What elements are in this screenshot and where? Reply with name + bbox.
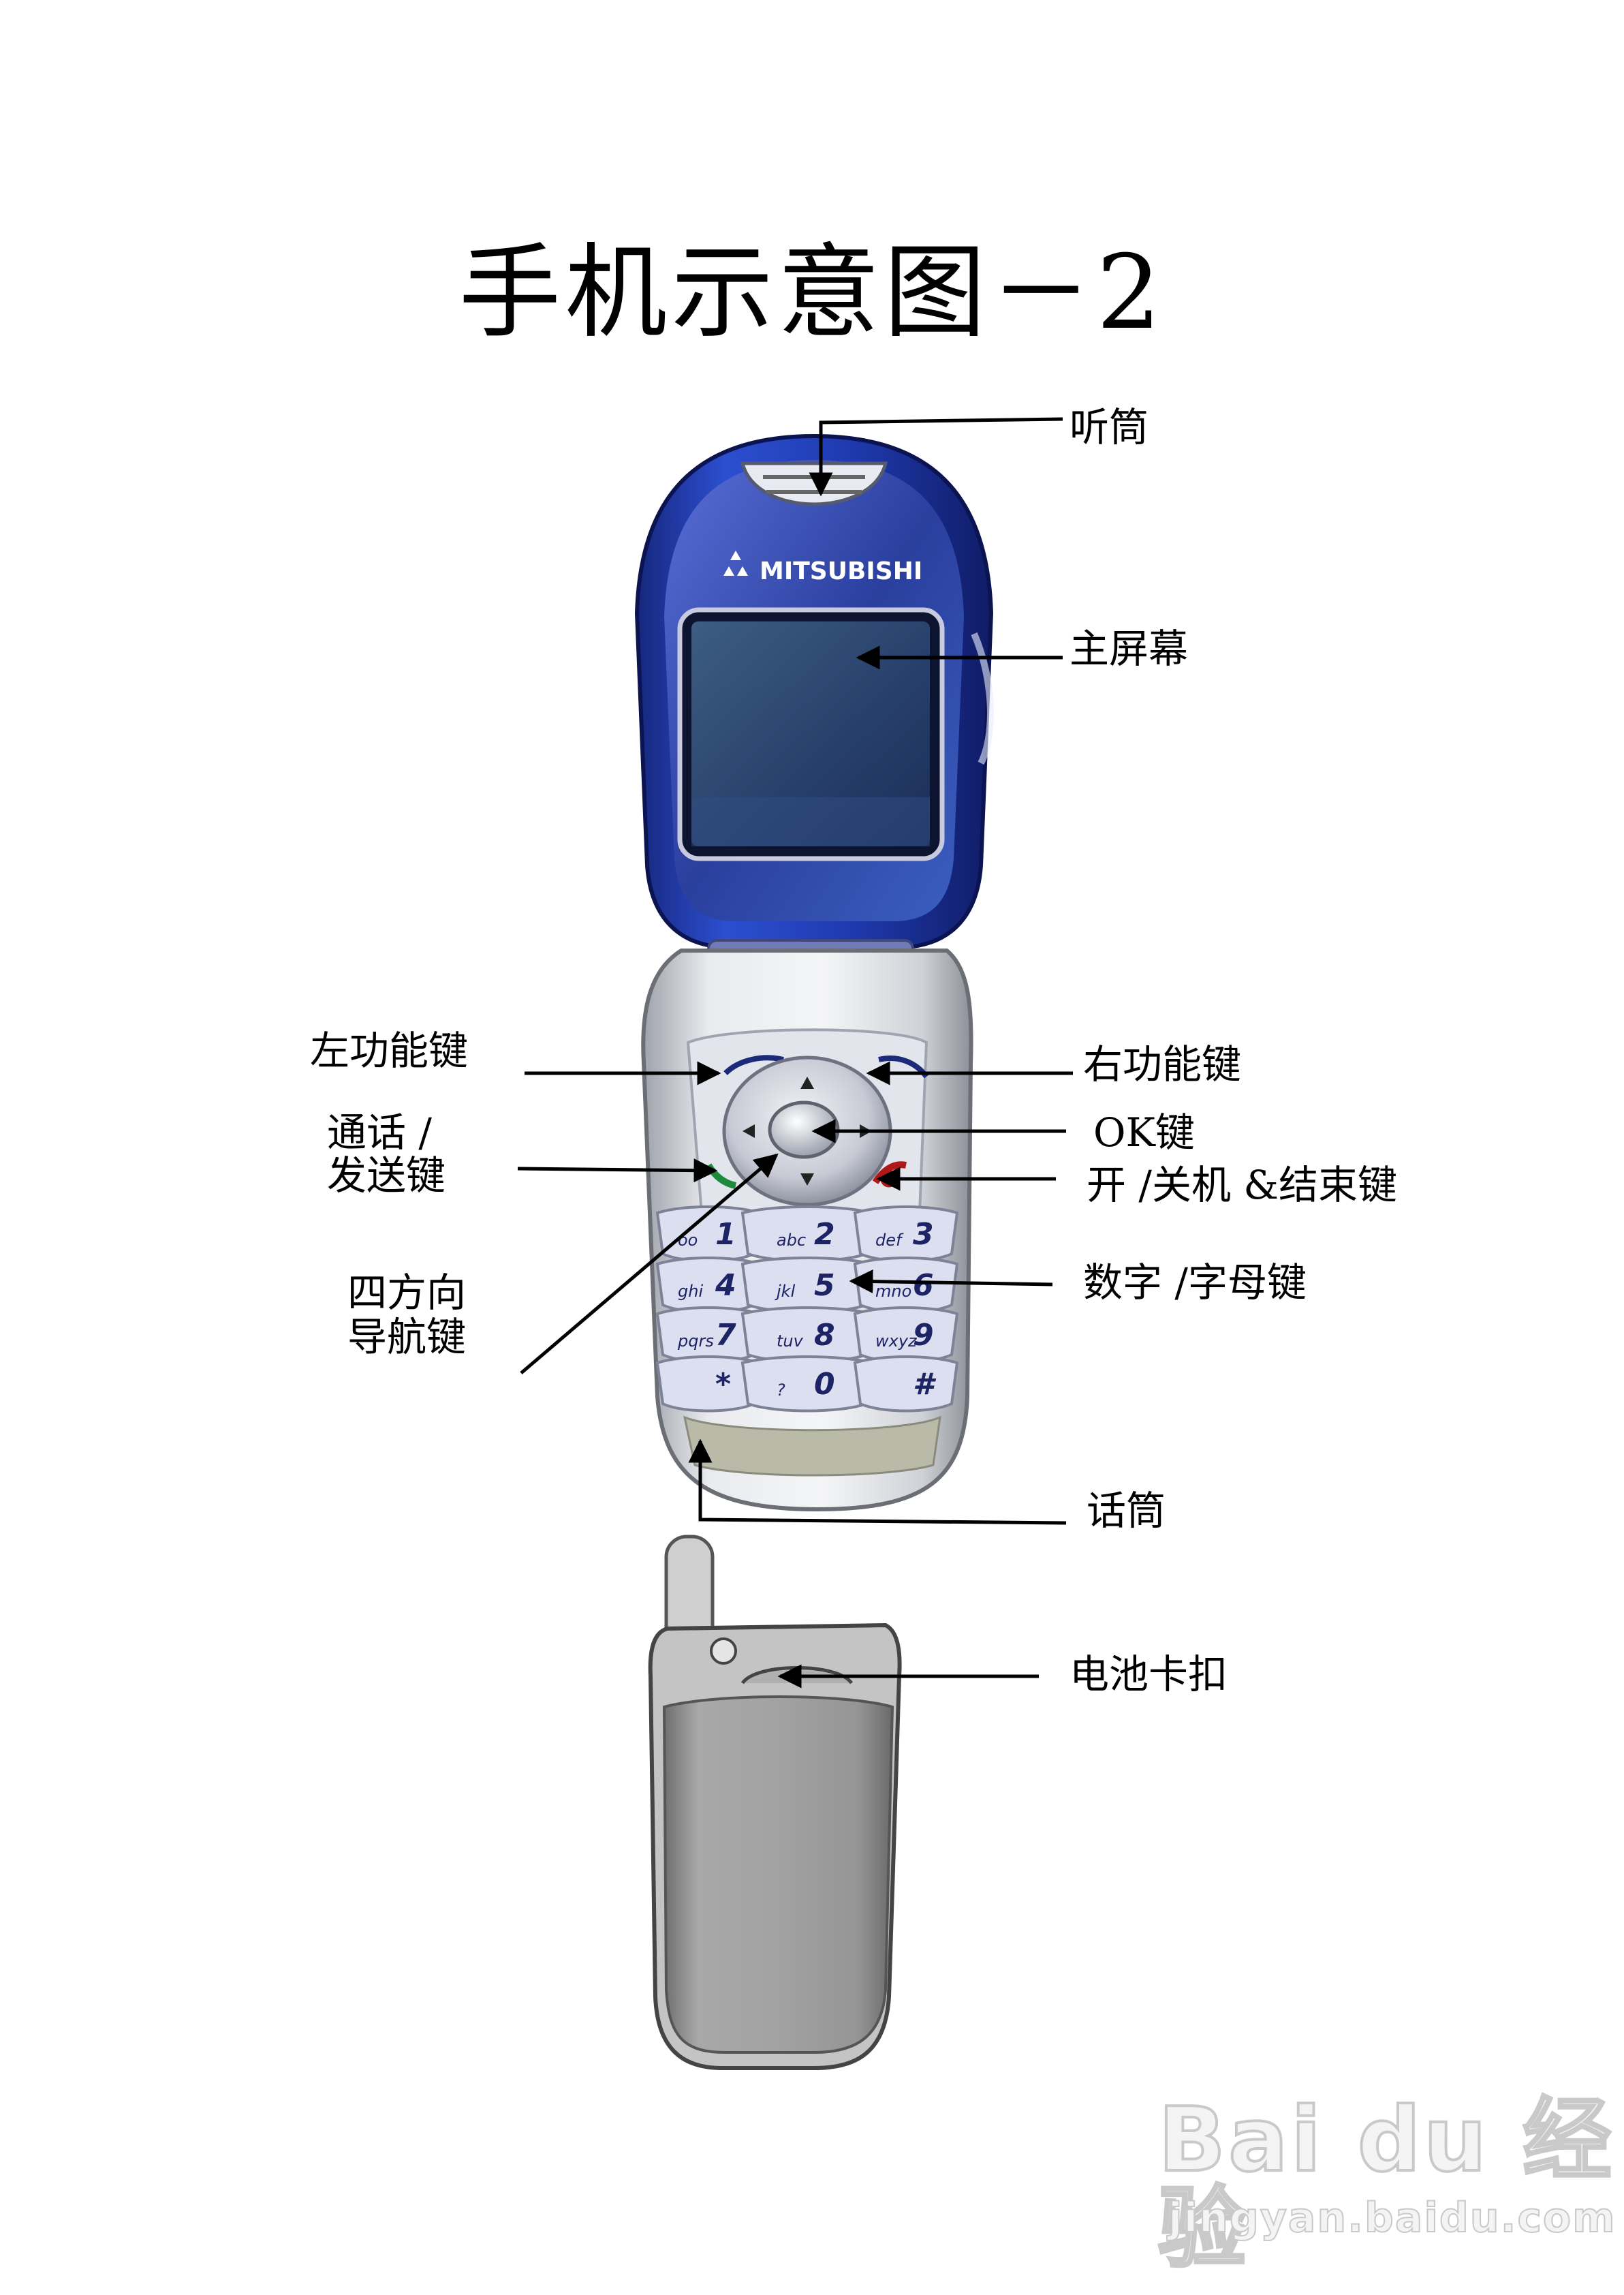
keypad-key-letters: jkl [775,1282,796,1301]
keypad-key-digit: * [715,1367,731,1402]
label-alphanumeric-keys: 数字 /字母键 [1083,1259,1307,1306]
keypad-key[interactable] [853,1355,959,1413]
closed-phone [648,1535,902,2070]
label-main-screen: 主屏幕 [1069,626,1189,672]
keypad-key[interactable] [740,1257,874,1314]
keypad-key-digit: 5 [814,1268,835,1303]
label-nav-key-line2: 导航键 [347,1314,467,1360]
label-microphone: 话筒 [1087,1488,1166,1534]
keypad-key[interactable] [740,1205,874,1263]
keypad-key[interactable] [740,1355,874,1413]
keypad-key-letters: pqrs [677,1331,714,1351]
label-battery-latch: 电池卡扣 [1069,1651,1228,1697]
label-ok-key: OK键 [1093,1109,1195,1156]
keypad-key-digit: 6 [913,1268,934,1303]
keypad-key-letters: ? [777,1381,785,1400]
watermark-url: jingyan.baidu.com [1168,2194,1617,2242]
keypad-key[interactable] [740,1306,874,1364]
keypad-key-digit: 8 [814,1318,835,1353]
keypad-key-digit: 0 [814,1367,835,1402]
nav-up-arrow-icon [800,1077,814,1089]
left-soft-key[interactable] [723,1055,784,1075]
keypad-key-letters: abc [777,1231,806,1250]
keypad-key-digit: 9 [913,1318,934,1353]
nav-down-arrow-icon [800,1173,814,1186]
keypad-key-letters: def [875,1231,904,1250]
brand-logo: MITSUBISHI [760,557,922,585]
keypad-key[interactable] [853,1205,959,1263]
nav-left-arrow-icon [743,1124,755,1138]
keypad-key-letters: ghi [678,1282,703,1301]
keypad-key-digit: 4 [715,1268,736,1303]
brand-logo-icon [723,551,748,576]
keypad-key-letters: oo [678,1231,698,1250]
watermark-logo: Bai du 经验 [1157,2088,1614,2280]
callout-lines [517,417,1073,1689]
label-nav-key-line1: 四方向 [347,1269,467,1316]
keypad-key-letters: wxyz [875,1331,918,1351]
label-left-soft-key: 左功能键 [310,1028,469,1074]
keypad-key-digit: 1 [715,1217,736,1252]
page-title: 手机示意图－2 [458,234,1166,352]
keypad-key-digit: 7 [715,1318,736,1353]
label-earpiece: 听筒 [1069,404,1149,450]
main-screen [677,607,945,861]
label-call-send-line2: 发送键 [327,1152,446,1199]
keypad-key-digit: 3 [913,1217,934,1252]
label-call-send-line1: 通话 / [327,1109,432,1156]
label-power-end-key: 开 /关机 &结束键 [1087,1162,1398,1208]
keypad-key-letters: tuv [777,1331,804,1351]
label-right-soft-key: 右功能键 [1083,1041,1242,1088]
keypad-key-digit: # [913,1367,937,1402]
keypad-key-digit: 2 [814,1217,835,1252]
keypad-key-letters: mno [875,1282,911,1301]
